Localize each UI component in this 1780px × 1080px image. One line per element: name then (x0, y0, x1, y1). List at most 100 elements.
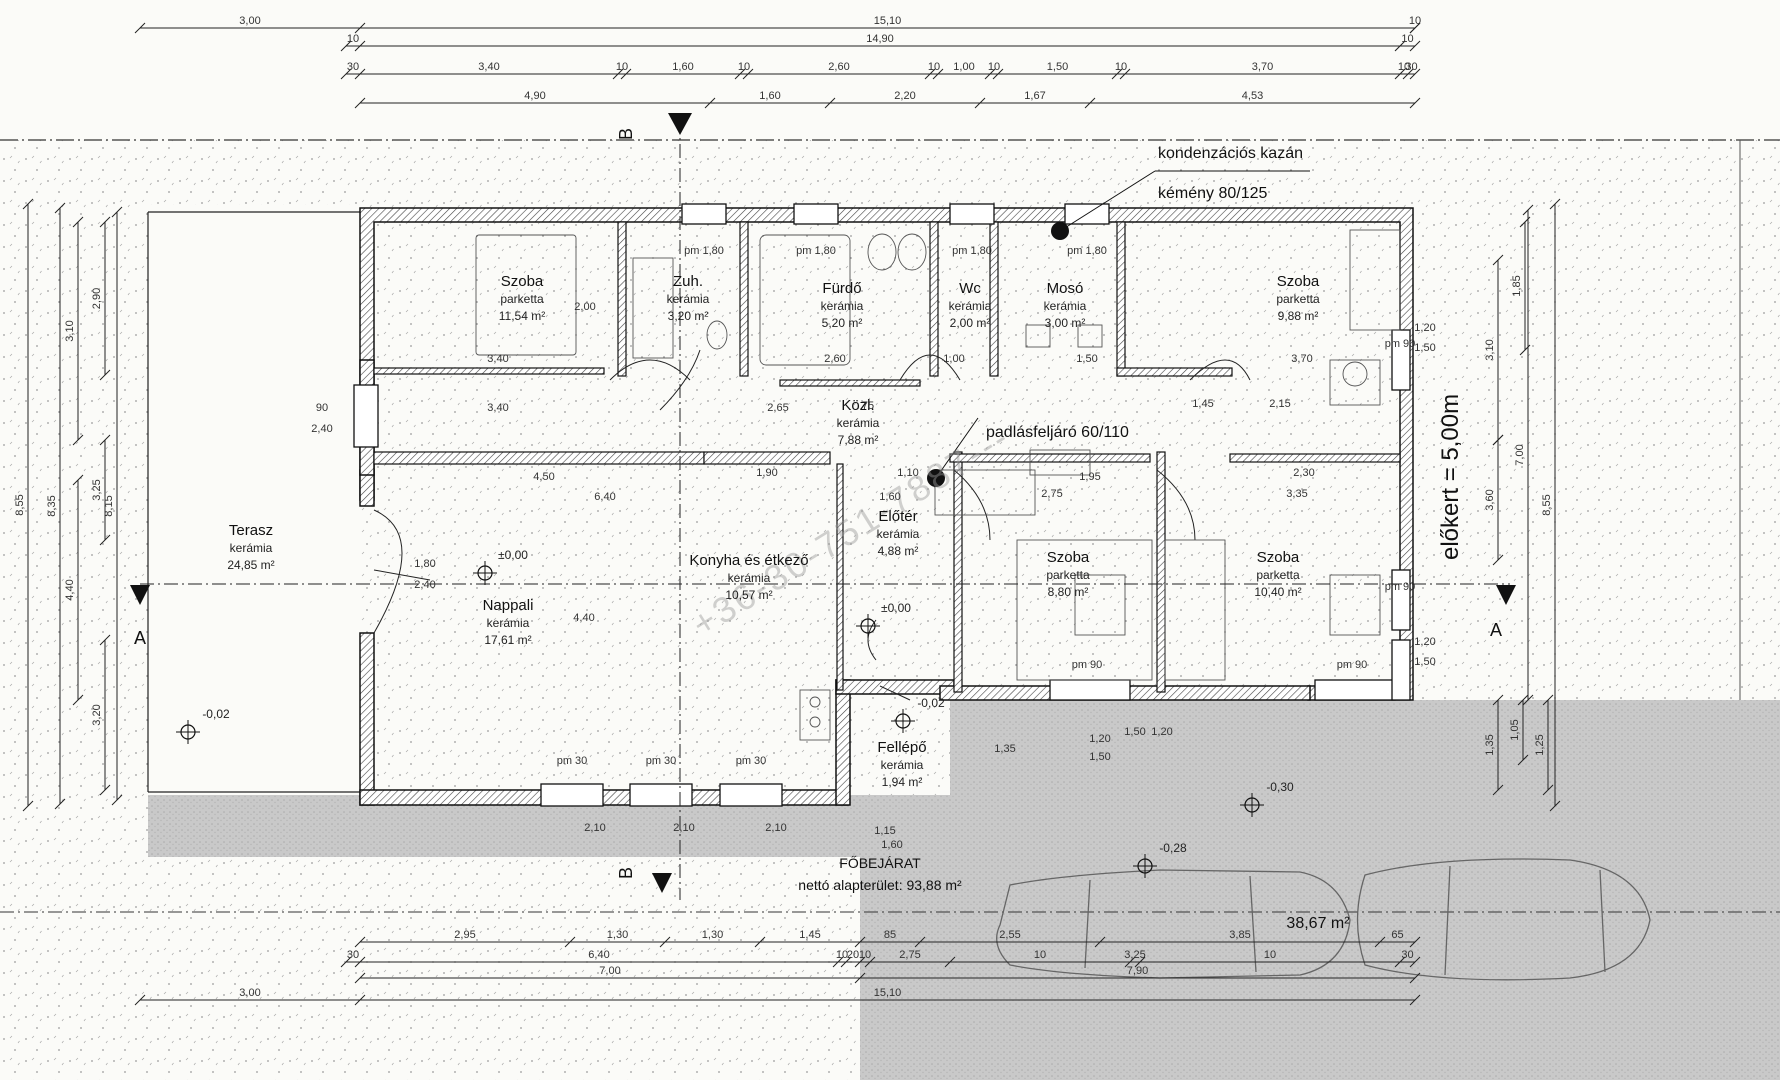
dimension-tick (1402, 68, 1414, 80)
dimension-value: 10 (616, 61, 628, 73)
dimension-value: 10 (928, 61, 940, 73)
parking-area-label: 38,67 m² (1286, 915, 1350, 932)
window-label: pm 30 (557, 755, 588, 767)
dimension-value: 7,00 (599, 965, 620, 977)
level-value: -0,30 (1266, 780, 1294, 794)
dimension-tick (924, 68, 936, 80)
room-name: Előtér (878, 508, 917, 525)
dimension-tick (1084, 97, 1096, 109)
room-name: Szoba (501, 273, 544, 290)
dimension-tick (1549, 800, 1561, 812)
dimension-tick (1119, 68, 1131, 80)
dimension-tick (340, 956, 352, 968)
room-floor: parketta (1256, 568, 1300, 582)
interior-dimension: 1,45 (1192, 398, 1213, 410)
window-label: pm 30 (736, 755, 767, 767)
dimension-tick (734, 68, 746, 80)
level-value: -0,02 (202, 707, 230, 721)
window-label: pm 1,80 (684, 245, 724, 257)
level-marker: -0,28 (1133, 841, 1187, 878)
interior-dimension: 1,80 (414, 558, 435, 570)
dimension-tick (134, 22, 146, 34)
dimension-tick (944, 956, 956, 968)
dimension-value: 2,90 (91, 288, 103, 309)
dimension-value: 3,60 (1484, 489, 1496, 510)
dimension-value: 15,10 (874, 15, 902, 27)
dimension-tick (1409, 972, 1421, 984)
paved-areas (0, 205, 1780, 1080)
dimension-tick (1134, 956, 1146, 968)
dimension-tick (984, 68, 996, 80)
dimension-tick (1492, 784, 1504, 796)
dimension-tick (22, 198, 34, 210)
interior-dimension: 3,40 (487, 353, 508, 365)
room-area: 10,40 m² (1254, 585, 1301, 599)
chimney-markers (927, 170, 1310, 487)
front-garden-annotation: előkert = 5,00m (1437, 394, 1464, 560)
dimension-value: 1,05 (1509, 719, 1521, 740)
interior-dimension: 2,15 (1269, 398, 1290, 410)
room-floor: kerámia (877, 527, 920, 541)
dimension-tick (914, 936, 926, 948)
dimension-value: 1,25 (1534, 734, 1546, 755)
boiler-annotation: kondenzációs kazán (1158, 145, 1303, 162)
dimension-tick (22, 800, 34, 812)
dimension-tick (1124, 956, 1136, 968)
room-area: 9,88 m² (1278, 309, 1319, 323)
interior-dimension: 1,20 (1151, 726, 1172, 738)
room-floor: kerámia (728, 571, 771, 585)
dimension-tick (72, 694, 84, 706)
net-floor-area: nettó alapterület: 93,88 m² (798, 877, 962, 893)
dimension-value: 2,75 (899, 949, 920, 961)
dimension-value: 10 (836, 949, 848, 961)
interior-dimension: 3,40 (487, 402, 508, 414)
dimension-tick (354, 97, 366, 109)
interior-dimension: 1,00 (943, 353, 964, 365)
room-area: 4,88 m² (878, 544, 919, 558)
room-name: Konyha és étkező (689, 552, 808, 569)
dimension-value: 20 (847, 949, 859, 961)
dimension-value: 1,00 (953, 61, 974, 73)
room-area: 17,61 m² (484, 633, 531, 647)
window-label: pm 90 (1337, 659, 1368, 671)
car-outlines (996, 858, 1651, 981)
room-name: Fürdő (822, 280, 861, 297)
dimension-value: 10 (859, 949, 871, 961)
dimension-value: 3,25 (1124, 949, 1145, 961)
dimension-tick (111, 794, 123, 806)
dimension-tick (974, 97, 986, 109)
dimension-tick (742, 68, 754, 80)
dimension-value: 7,00 (1514, 444, 1526, 465)
interior-dimension: 2,10 (673, 822, 694, 834)
room-name: Zuh. (673, 273, 703, 290)
room-area: 8,80 m² (1048, 585, 1089, 599)
dimension-value: 1,35 (1484, 734, 1496, 755)
dimension-value: 3,70 (1252, 61, 1273, 73)
room-name: Fellépő (877, 739, 926, 756)
interior-dimension: 2,60 (824, 353, 845, 365)
dimension-tick (992, 68, 1004, 80)
room-name: Mosó (1047, 280, 1084, 297)
interior-dimension: 2,10 (584, 822, 605, 834)
dimension-tick (704, 97, 716, 109)
dimension-value: 1,85 (1511, 275, 1523, 296)
dimension-value: 7,90 (1127, 965, 1148, 977)
dimension-tick (1409, 936, 1421, 948)
room-floor: kerámia (881, 758, 924, 772)
interior-dimension: 1,10 (897, 467, 918, 479)
room-floor: kerámia (667, 292, 710, 306)
interior-dimension: 4,40 (573, 612, 594, 624)
room-floor: parketta (1046, 568, 1090, 582)
level-value: -0,28 (1159, 841, 1187, 855)
dimension-tick (854, 972, 866, 984)
dimension-tick (754, 936, 766, 948)
dimension-tick (1517, 694, 1529, 706)
window-label: pm 90 (1072, 659, 1103, 671)
room-name: Szoba (1047, 549, 1090, 566)
dimension-tick (354, 956, 366, 968)
dimension-tick (1492, 254, 1504, 266)
section-label-a-right: A (1490, 620, 1502, 640)
section-label-a-left: A (134, 628, 146, 648)
dimension-value: 4,90 (524, 90, 545, 102)
